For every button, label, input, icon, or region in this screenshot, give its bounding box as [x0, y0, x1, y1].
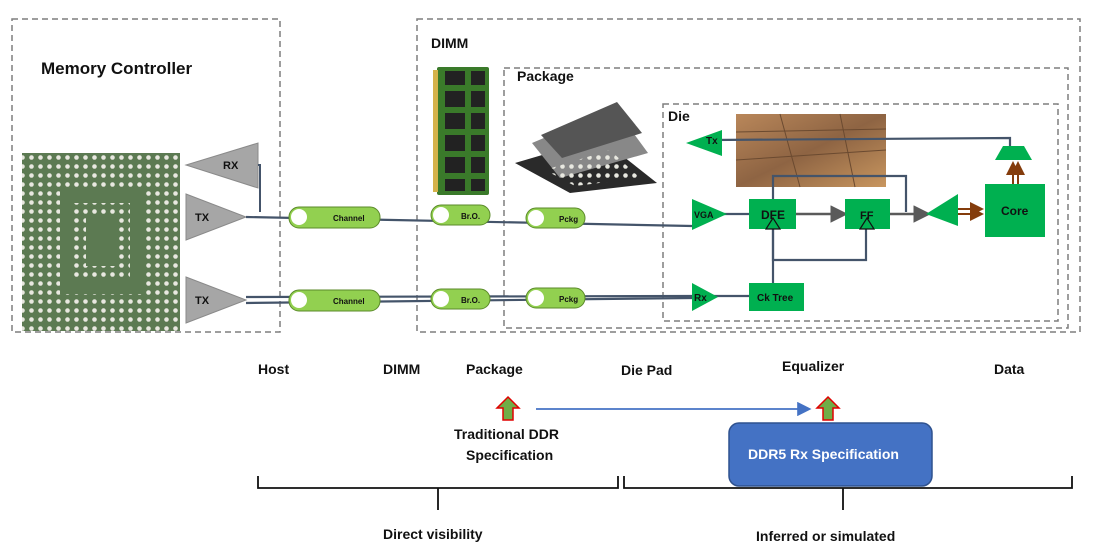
inferred-simulated-label: Inferred or simulated — [756, 528, 895, 544]
die-box — [662, 103, 1059, 322]
channel-pill-top-label: Channel — [333, 214, 365, 223]
controller-tx-buffer-bottom: TX — [185, 276, 248, 324]
memory-controller-title: Memory Controller — [41, 59, 193, 78]
stage-data: Data — [994, 361, 1025, 377]
ddr5-spec-label: DDR5 Rx Specification — [748, 446, 899, 462]
die-output-driver — [926, 194, 958, 226]
die-ck-tree-block: Ck Tree — [749, 283, 804, 311]
controller-tx-top-label: TX — [195, 212, 210, 224]
package-pill-bottom-label: Pckg — [559, 295, 578, 304]
traditional-spec-up-arrow-icon — [495, 395, 521, 421]
stage-package: Package — [466, 361, 523, 377]
branch-out-pill-top-label: Br.O. — [461, 212, 480, 221]
die-rx-buffer: Rx — [692, 283, 718, 311]
branch-out-pill-bottom: Br.O. — [430, 288, 491, 310]
package-pill-top: Pckg — [525, 207, 586, 229]
channel-pill-bottom: Channel — [288, 289, 381, 312]
die-core-label: Core — [1001, 204, 1029, 218]
package-title: Package — [517, 68, 574, 84]
die-title: Die — [668, 108, 690, 124]
stage-dimm: DIMM — [383, 361, 420, 377]
ddr5-spec-box: DDR5 Rx Specification — [728, 422, 933, 487]
die-ff-block: FF — [845, 199, 890, 230]
channel-pill-top: Channel — [288, 206, 381, 229]
die-vga-amplifier: VGA — [692, 199, 727, 230]
die-core-block: Core — [985, 184, 1045, 237]
die-dfe-block: DFE — [749, 199, 796, 230]
branch-out-pill-top: Br.O. — [430, 204, 491, 226]
traditional-spec-line2: Specification — [466, 447, 553, 463]
dimm-box — [416, 18, 1081, 333]
ddr5-spec-up-arrow-icon — [815, 395, 841, 421]
package-pill-bottom: Pckg — [525, 287, 586, 309]
dimm-title: DIMM — [431, 35, 468, 51]
die-dfe-label: DFE — [761, 208, 785, 222]
package-pill-top-label: Pckg — [559, 215, 578, 224]
die-ff-label: FF — [860, 210, 874, 222]
stage-host: Host — [258, 361, 289, 377]
die-rx-label: Rx — [694, 293, 707, 304]
rx-return-wire — [258, 164, 261, 212]
package-box — [503, 67, 1069, 329]
die-ck-tree-label: Ck Tree — [757, 293, 794, 304]
stage-die-pad: Die Pad — [621, 362, 672, 378]
die-tx-mux — [995, 146, 1032, 160]
controller-tx-buffer-top: TX — [185, 193, 248, 241]
branch-out-pill-bottom-label: Br.O. — [461, 296, 480, 305]
package-chip-image — [515, 102, 657, 193]
die-tx-label: Tx — [706, 136, 718, 147]
controller-tx-bottom-label: TX — [195, 295, 210, 307]
core-arrows — [958, 161, 1025, 221]
inferred-bracket — [623, 476, 1073, 510]
direct-visibility-bracket — [257, 476, 619, 510]
controller-chip-image — [22, 153, 180, 331]
stage-equalizer: Equalizer — [782, 358, 845, 374]
controller-rx-label: RX — [223, 160, 239, 172]
channel-pill-bottom-label: Channel — [333, 297, 365, 306]
die-tx-buffer: Tx — [686, 130, 722, 156]
die-vga-label: VGA — [694, 210, 714, 220]
dimm-module-image — [433, 67, 489, 195]
traditional-spec-line1: Traditional DDR — [454, 426, 559, 442]
die-wafer-image — [735, 113, 887, 188]
controller-rx-buffer: RX — [184, 142, 259, 189]
memory-controller-box — [11, 18, 281, 333]
direct-visibility-label: Direct visibility — [383, 526, 483, 542]
